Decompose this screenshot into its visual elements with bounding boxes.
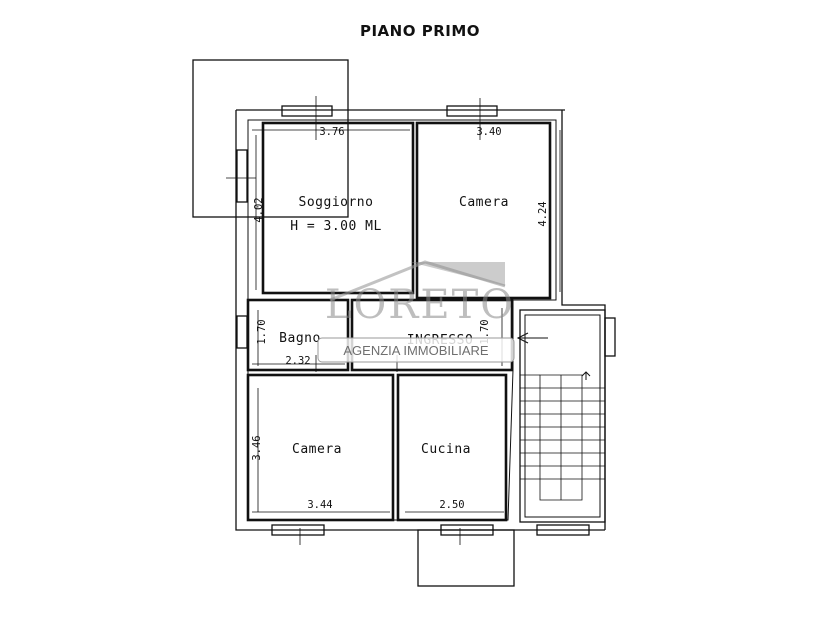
window [604,317,616,357]
label-height-note: H = 3.00 ML [290,219,382,234]
label-camera-bottom: Camera [292,442,342,457]
window [536,524,590,536]
stair-steps [520,371,605,501]
balcony-top [192,59,349,218]
dim-camera-bottom-height: 3.46 [251,435,263,460]
room-soggiorno [261,121,415,295]
room-camera-top [415,121,552,300]
window [446,105,498,117]
logo-brand: LORETO [325,282,515,328]
stairwell [519,309,606,523]
room-camera-bottom [246,373,395,522]
dim-camera-top-height: 4.24 [537,201,549,226]
label-soggiorno: Soggiorno [299,195,374,210]
dim-camera-bottom-width: 3.44 [307,499,332,511]
plan-title: PIANO PRIMO [359,22,480,40]
dim-bagno-height: 1.70 [256,319,268,344]
room-cucina [396,373,508,522]
room-ingresso [350,298,514,372]
window [236,315,248,349]
logo-tagline: AGENZIA IMMOBILIARE [343,343,489,358]
window [281,105,333,117]
window [271,524,325,536]
window [440,524,494,536]
agency-logo: LORETO AGENZIA IMMOBILIARE [317,260,515,363]
balcony-bottom [417,529,515,587]
room-bagno [246,298,350,372]
dim-bagno-width: 2.32 [285,355,310,367]
label-camera-top: Camera [459,195,509,210]
label-cucina: Cucina [421,442,471,457]
dim-soggiorno-height: 4.02 [253,197,265,222]
window [236,149,248,203]
dim-cucina-width: 2.50 [439,499,464,511]
label-bagno: Bagno [279,331,321,346]
dim-soggiorno-width: 3.76 [319,126,344,138]
dim-camera-top-width: 3.40 [476,126,501,138]
